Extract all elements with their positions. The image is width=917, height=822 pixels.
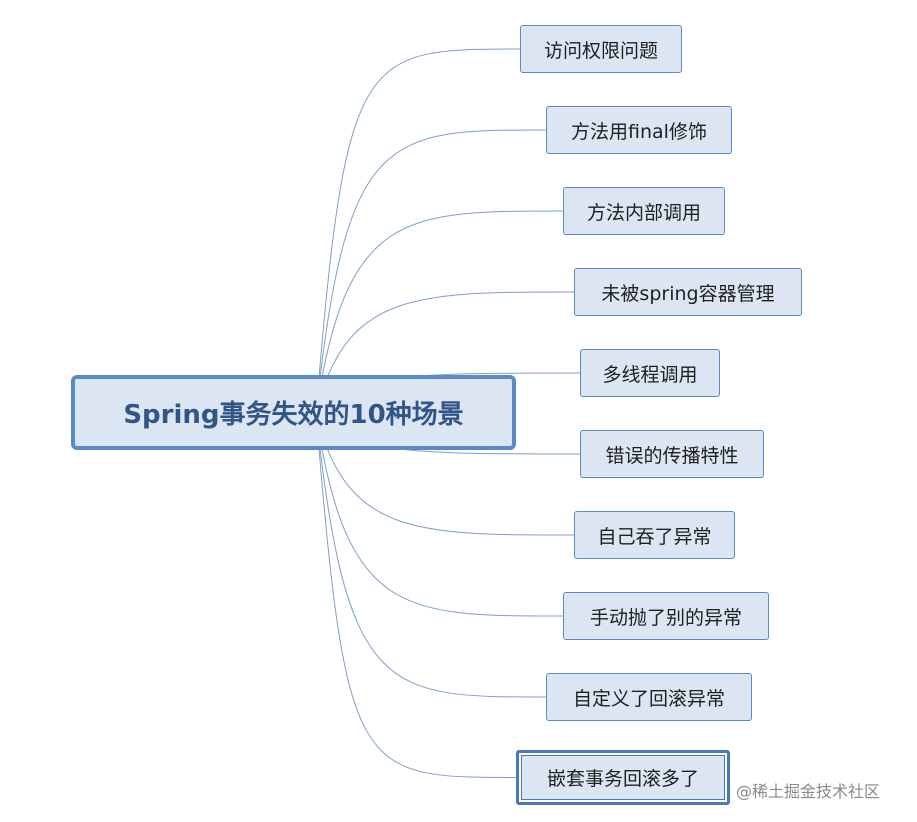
connector-line: [315, 412, 517, 778]
connector-line: [315, 412, 575, 536]
connector-line: [315, 412, 564, 617]
branch-topic[interactable]: 访问权限问题: [520, 25, 682, 73]
branch-topic[interactable]: 多线程调用: [580, 349, 720, 397]
branch-topic[interactable]: 未被spring容器管理: [574, 268, 802, 316]
watermark-text: @稀土掘金技术社区: [736, 782, 881, 801]
connector-line: [315, 48, 521, 414]
connector-line: [315, 291, 575, 414]
branch-topic[interactable]: 自定义了回滚异常: [546, 673, 752, 721]
branch-topic[interactable]: 错误的传播特性: [580, 430, 764, 478]
branch-topic[interactable]: 手动抛了别的异常: [563, 592, 769, 640]
root-topic[interactable]: Spring事务失效的10种场景: [71, 375, 516, 450]
branch-topic[interactable]: 自己吞了异常: [574, 511, 735, 559]
connector-line: [315, 129, 547, 414]
connector-line: [315, 412, 547, 698]
branch-topic-selected[interactable]: 嵌套事务回滚多了: [516, 750, 730, 805]
branch-topic[interactable]: 方法内部调用: [563, 187, 725, 235]
connector-line: [315, 210, 564, 414]
branch-topic[interactable]: 方法用final修饰: [546, 106, 732, 154]
